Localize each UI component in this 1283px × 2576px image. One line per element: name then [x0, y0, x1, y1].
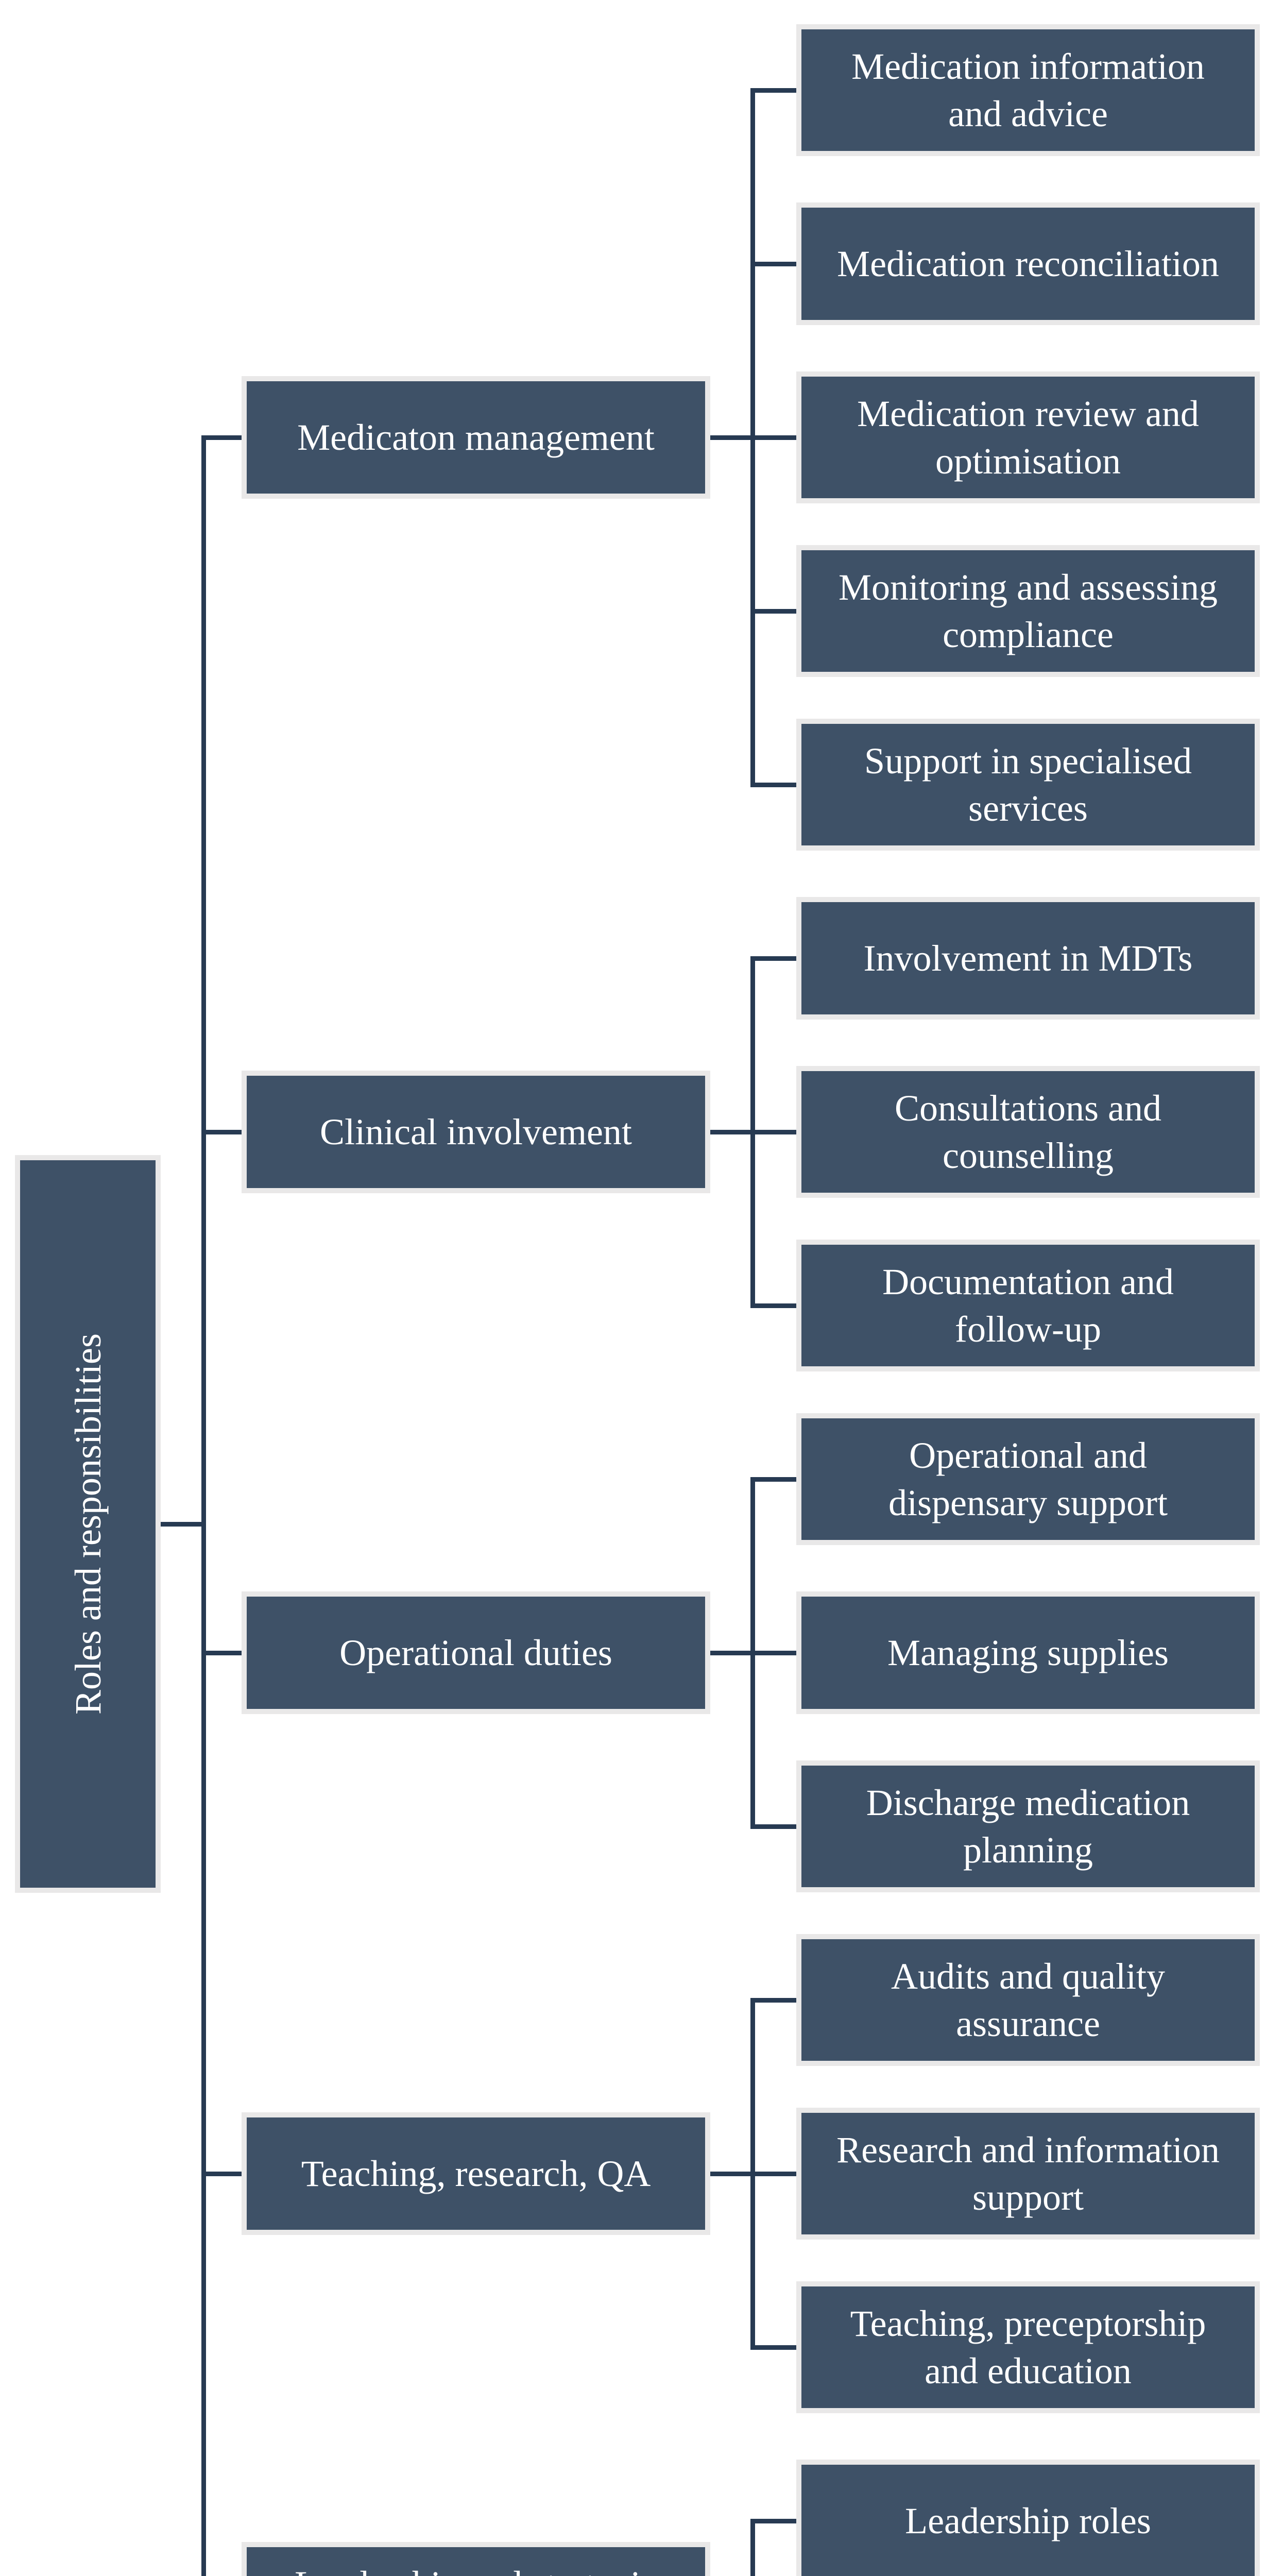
- leaf-node-research-information-support: Research and information support: [796, 2108, 1260, 2240]
- branch-node-teaching-research-qa: Teaching, research, QA: [242, 2112, 710, 2235]
- leaf-node-medication-review-optimisation: Medication review and optimisation: [796, 371, 1260, 503]
- node-label: Medicaton management: [297, 417, 655, 458]
- branch-node-leadership-strategic-roles: Leadership and strategic roles: [242, 2542, 710, 2576]
- node-label: Leadership roles: [905, 2500, 1151, 2541]
- node-label: Operational and dispensary support: [888, 1435, 1168, 1523]
- leaf-node-discharge-medication-planning: Discharge medication planning: [796, 1760, 1260, 1892]
- node-label: Clinical involvement: [320, 1111, 632, 1153]
- node-label: Medication review and optimisation: [857, 393, 1199, 482]
- leaf-node-audits-quality-assurance: Audits and quality assurance: [796, 1934, 1260, 2066]
- leaf-node-support-specialised-services: Support in specialised services: [796, 719, 1260, 851]
- node-label: Teaching, research, QA: [301, 2153, 651, 2194]
- leaf-node-monitoring-assessing-compliance: Monitoring and assessing compliance: [796, 545, 1260, 677]
- node-label: Leadership and strategic roles: [290, 2561, 661, 2576]
- leaf-node-teaching-preceptorship-education: Teaching, preceptorship and education: [796, 2281, 1260, 2413]
- node-label: Documentation and follow-up: [882, 1261, 1174, 1350]
- node-label: Roles and responsibilities: [67, 1333, 109, 1715]
- node-label: Teaching, preceptorship and education: [850, 2303, 1206, 2392]
- node-label: Managing supplies: [887, 1632, 1169, 1673]
- root-node-roles-and-responsibilities: Roles and responsibilities: [15, 1155, 161, 1893]
- node-label: Involvement in MDTs: [863, 938, 1193, 979]
- node-label: Medication reconciliation: [837, 243, 1219, 284]
- leaf-node-consultations-counselling: Consultations and counselling: [796, 1066, 1260, 1198]
- node-label: Audits and quality assurance: [891, 1956, 1165, 2044]
- node-label: Research and information support: [836, 2129, 1220, 2218]
- leaf-node-managing-supplies: Managing supplies: [796, 1591, 1260, 1714]
- leaf-node-documentation-follow-up: Documentation and follow-up: [796, 1240, 1260, 1371]
- node-label: Consultations and counselling: [895, 1088, 1161, 1176]
- branch-node-clinical-involvement: Clinical involvement: [242, 1071, 710, 1193]
- node-label: Medication information and advice: [851, 46, 1205, 134]
- leaf-node-leadership-roles: Leadership roles: [796, 2460, 1260, 2576]
- branch-node-operational-duties: Operational duties: [242, 1591, 710, 1714]
- leaf-node-operational-dispensary-support: Operational and dispensary support: [796, 1413, 1260, 1545]
- node-label: Support in specialised services: [864, 740, 1192, 829]
- leaf-node-involvement-in-mdts: Involvement in MDTs: [796, 897, 1260, 1020]
- leaf-node-medication-reconciliation: Medication reconciliation: [796, 202, 1260, 325]
- node-label: Monitoring and assessing compliance: [839, 567, 1218, 655]
- branch-node-medication-management: Medicaton management: [242, 376, 710, 499]
- leaf-node-medication-information-advice: Medication information and advice: [796, 24, 1260, 156]
- node-label: Discharge medication planning: [866, 1782, 1190, 1871]
- node-label: Operational duties: [339, 1632, 612, 1673]
